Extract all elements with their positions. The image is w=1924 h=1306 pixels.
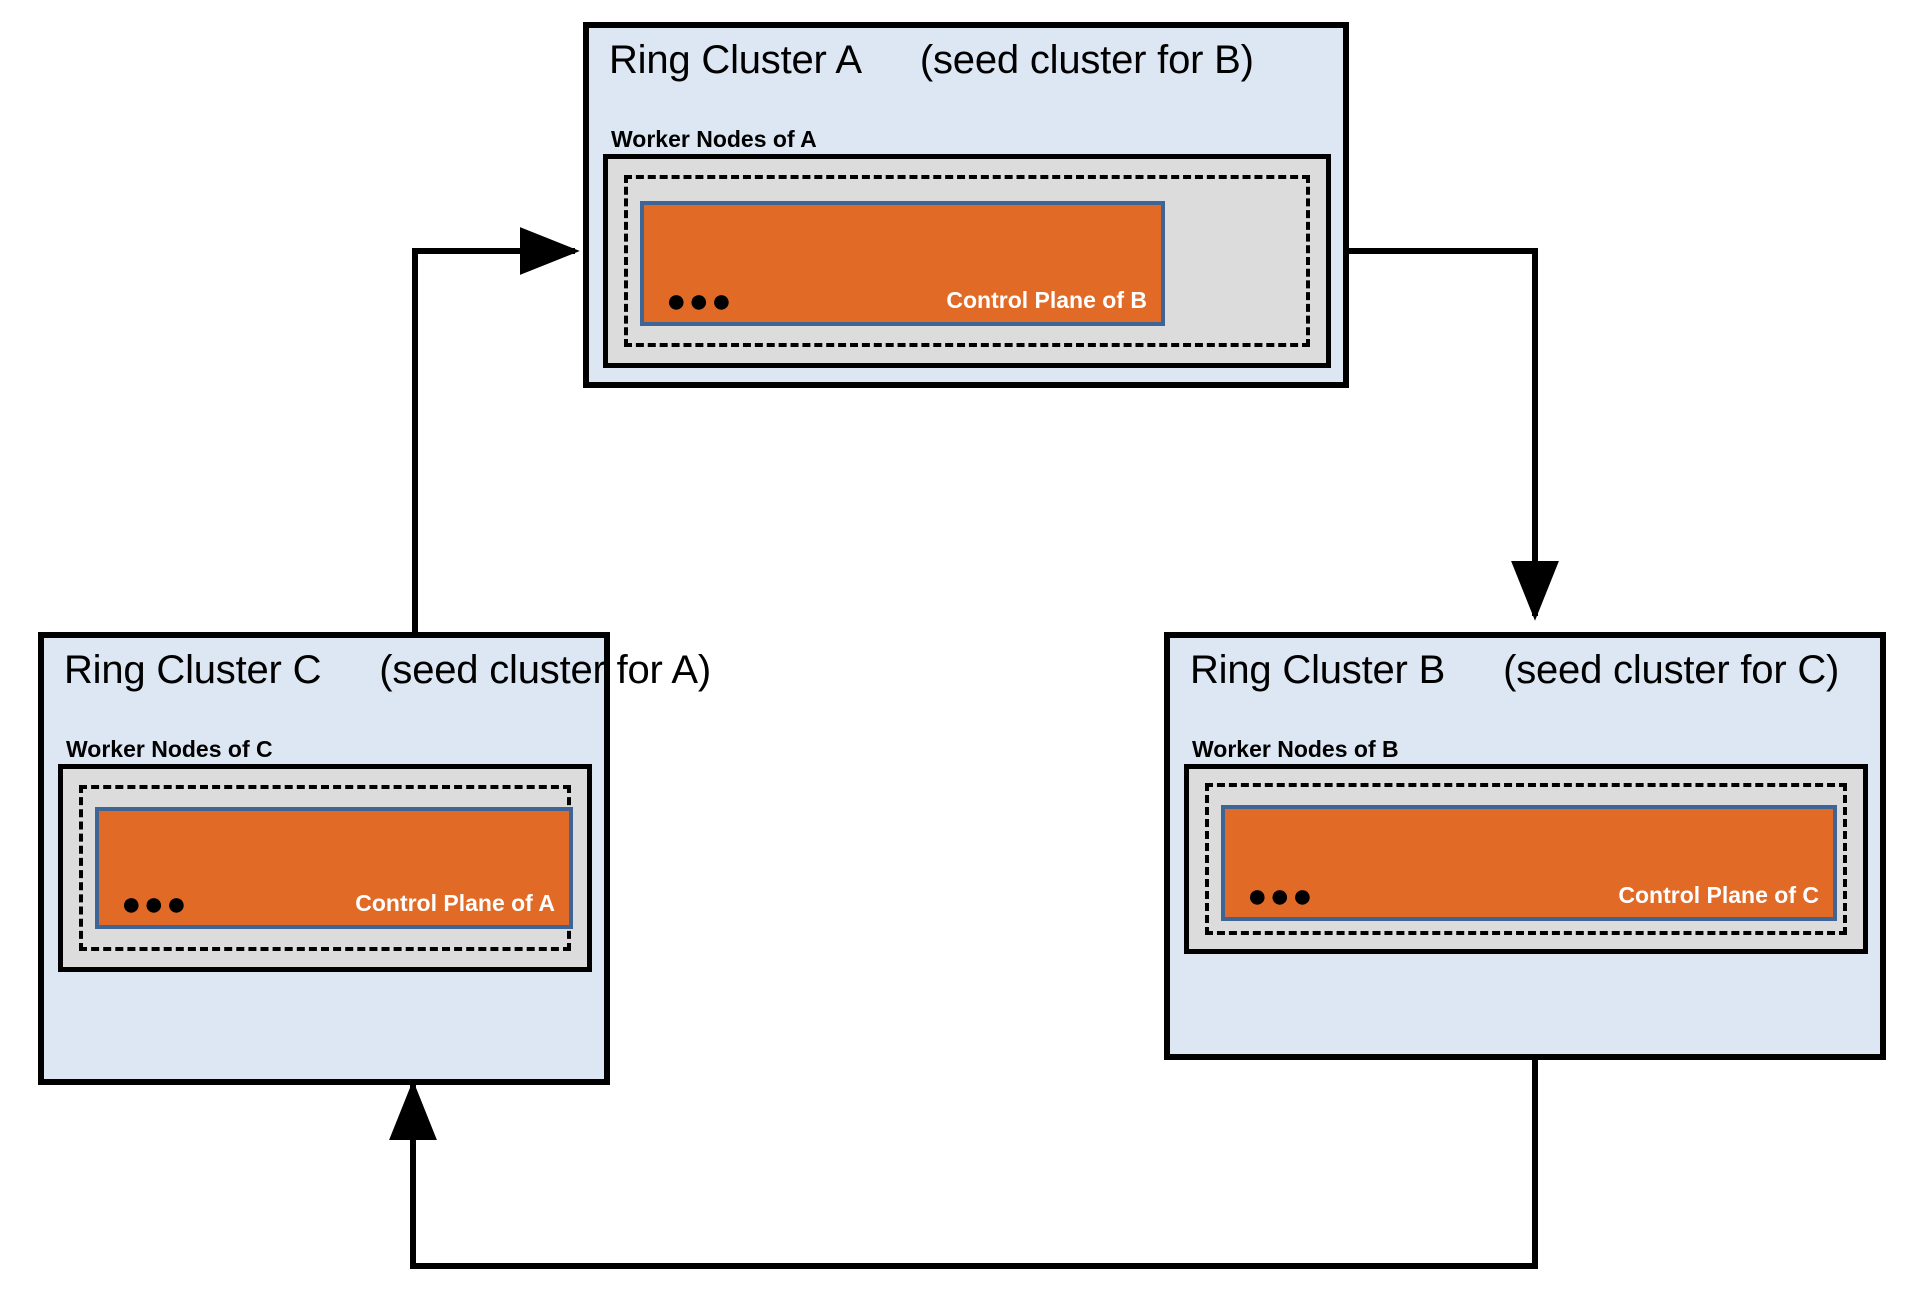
cluster-b-name: Ring Cluster B bbox=[1190, 648, 1446, 692]
cluster-b-ellipsis-icon: ●●● bbox=[1247, 877, 1315, 915]
cluster-c-control-plane[interactable]: ●●● Control Plane of A bbox=[95, 807, 573, 929]
ring-cluster-a[interactable]: Ring Cluster A (seed cluster for B) Worke… bbox=[583, 22, 1349, 388]
cluster-a-seed-note: (seed cluster for B) bbox=[919, 38, 1254, 82]
cluster-a-title: Ring Cluster A (seed cluster for B) bbox=[609, 38, 1254, 83]
cluster-b-worker-box: ●●● Control Plane of C bbox=[1184, 764, 1868, 954]
cluster-c-worker-label: Worker Nodes of C bbox=[66, 736, 273, 762]
cluster-b-dashed-boundary bbox=[1205, 783, 1847, 935]
cluster-a-control-plane[interactable]: ●●● Control Plane of B bbox=[640, 201, 1165, 326]
cluster-a-control-plane-label: Control Plane of B bbox=[946, 287, 1147, 313]
arrow-b-to-c bbox=[389, 1060, 1538, 1269]
cluster-c-name: Ring Cluster C bbox=[64, 648, 322, 692]
ring-cluster-c[interactable]: Ring Cluster C (seed cluster for A) Worke… bbox=[38, 632, 711, 1085]
arrow-c-to-a bbox=[412, 227, 580, 640]
cluster-c-worker-box: ●●● Control Plane of A bbox=[58, 764, 592, 972]
cluster-a-name: Ring Cluster A bbox=[609, 38, 862, 82]
cluster-b-control-plane[interactable]: ●●● Control Plane of C bbox=[1221, 805, 1837, 921]
cluster-b-title: Ring Cluster B (seed cluster for C) bbox=[1190, 648, 1839, 693]
arrow-a-to-b bbox=[1349, 248, 1559, 621]
cluster-b-worker-label: Worker Nodes of B bbox=[1192, 736, 1399, 762]
cluster-a-worker-box: ●●● Control Plane of B bbox=[603, 154, 1331, 368]
cluster-c-seed-note: (seed cluster for A) bbox=[379, 648, 711, 692]
cluster-c-control-plane-label: Control Plane of A bbox=[355, 890, 555, 916]
cluster-b-control-plane-label: Control Plane of C bbox=[1618, 882, 1819, 908]
cluster-a-ellipsis-icon: ●●● bbox=[666, 282, 734, 320]
cluster-c-ellipsis-icon: ●●● bbox=[121, 885, 189, 923]
ring-cluster-b[interactable]: Ring Cluster B (seed cluster for C) Worke… bbox=[1164, 632, 1886, 1060]
cluster-c-title: Ring Cluster C (seed cluster for A) bbox=[64, 648, 711, 693]
cluster-b-seed-note: (seed cluster for C) bbox=[1503, 648, 1840, 692]
cluster-a-dashed-boundary bbox=[624, 175, 1310, 347]
cluster-a-worker-label: Worker Nodes of A bbox=[611, 126, 817, 152]
